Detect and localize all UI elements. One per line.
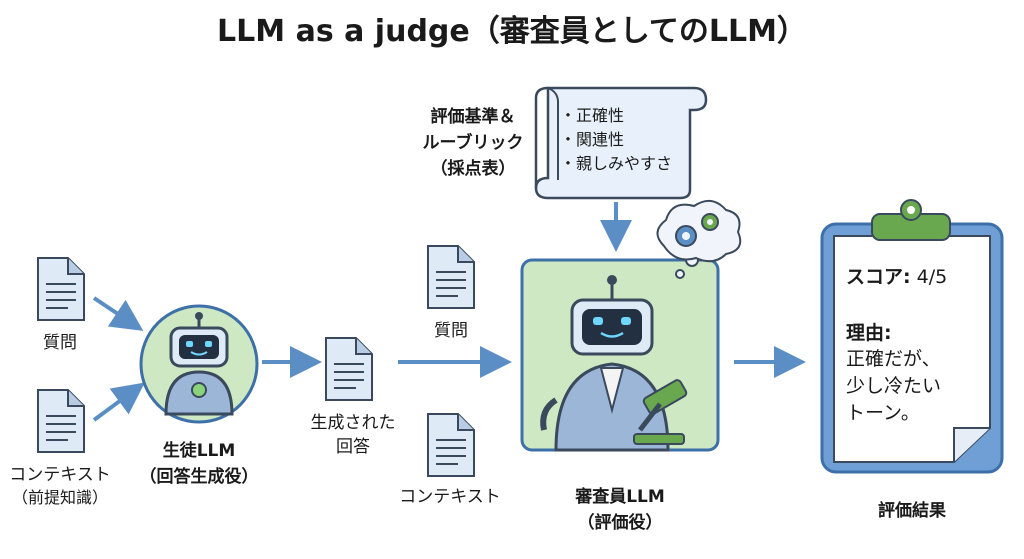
reason-label: 理由: bbox=[846, 322, 892, 344]
judge-llm-role: （評価役） bbox=[577, 513, 663, 533]
result-caption: 評価結果 bbox=[878, 501, 946, 521]
middle-context-label: コンテキスト bbox=[399, 487, 501, 507]
reason-line: 正確だが、 bbox=[846, 348, 941, 370]
student-llm-role: （回答生成役） bbox=[139, 467, 259, 487]
student-robot-icon bbox=[139, 304, 259, 424]
score-row: スコア: 4/5 bbox=[846, 264, 947, 291]
criteria-item: ・正確性 bbox=[560, 106, 625, 125]
criteria-item: ・親しみやすさ bbox=[560, 154, 673, 173]
criteria-scroll-icon bbox=[534, 86, 708, 200]
thought-bubble-gears-icon bbox=[656, 199, 742, 279]
reason-line: 少し冷たい bbox=[846, 375, 942, 397]
document-icon-question bbox=[37, 257, 85, 321]
score-value: 4/5 bbox=[916, 266, 948, 288]
generated-answer-label: 生成された bbox=[310, 413, 396, 433]
generated-answer-label-2: 回答 bbox=[336, 437, 370, 457]
middle-question-label: 質問 bbox=[434, 321, 468, 341]
document-icon-middle-context bbox=[427, 413, 475, 477]
context-sub-label: （前提知識） bbox=[11, 488, 108, 507]
result-clipboard-icon bbox=[820, 199, 1004, 474]
criteria-label: 評価基準＆ bbox=[430, 107, 516, 127]
judge-robot-icon bbox=[520, 258, 720, 452]
judge-llm-label: 審査員LLM bbox=[575, 487, 665, 507]
document-icon-context bbox=[37, 389, 85, 453]
context-label: コンテキスト bbox=[9, 465, 111, 485]
reason-line: トーン。 bbox=[846, 402, 920, 424]
arrow-question-to-student bbox=[92, 296, 144, 331]
diagram-title: LLM as a judge（審査員としてのLLM） bbox=[217, 14, 807, 49]
criteria-label-2: ルーブリック bbox=[422, 133, 524, 153]
student-llm-label: 生徒LLM bbox=[162, 441, 236, 461]
criteria-item: ・関連性 bbox=[560, 130, 625, 149]
score-label: スコア: bbox=[846, 266, 911, 288]
document-icon-generated-answer bbox=[325, 337, 373, 401]
document-icon-middle-question bbox=[427, 245, 475, 309]
arrow-context-to-student bbox=[92, 382, 145, 422]
criteria-label-3: （採点表） bbox=[430, 159, 516, 179]
question-label: 質問 bbox=[43, 333, 77, 353]
